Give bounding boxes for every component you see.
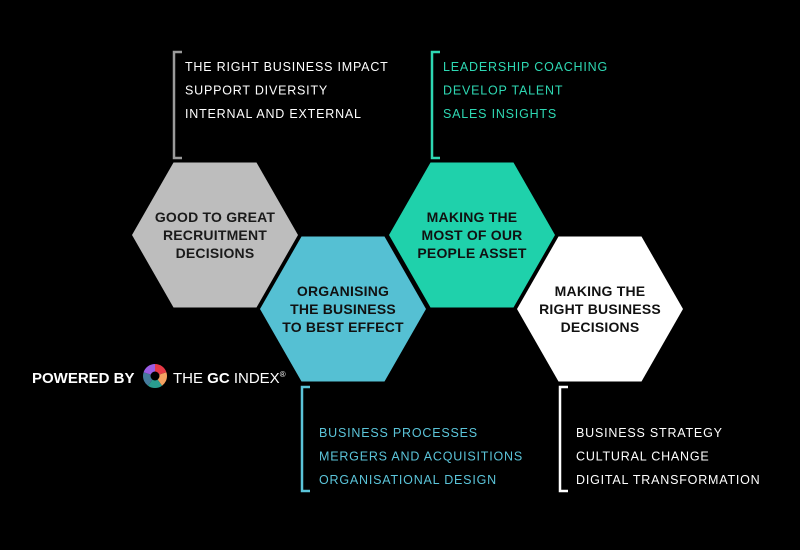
hexagon-business: MAKING THE RIGHT BUSINESS DECISIONS bbox=[517, 236, 683, 382]
hexagon-label-recruitment-line-3: DECISIONS bbox=[176, 245, 255, 261]
hexagon-shape-recruitment bbox=[132, 162, 298, 308]
brand-the: THE bbox=[173, 370, 207, 387]
hexagon-people: MAKING THE MOST OF OUR PEOPLE ASSET bbox=[389, 162, 555, 308]
hexagon-label-people-line-3: PEOPLE ASSET bbox=[417, 245, 526, 261]
list-item-people-1: LEADERSHIP COACHING bbox=[443, 60, 608, 74]
list-item-business-2: CULTURAL CHANGE bbox=[576, 450, 710, 464]
hexagon-label-organising-line-1: ORGANISING bbox=[297, 283, 389, 299]
list-bracket-business bbox=[558, 385, 568, 493]
list-item-business-1: BUSINESS STRATEGY bbox=[576, 426, 723, 440]
hexagon-label-people-line-2: MOST OF OUR bbox=[422, 227, 523, 243]
hexagon-label-business-line-1: MAKING THE bbox=[555, 283, 646, 299]
list-item-recruitment-1: THE RIGHT BUSINESS IMPACT bbox=[185, 60, 389, 74]
hexagon-label-organising-line-2: THE BUSINESS bbox=[290, 301, 396, 317]
list-bracket-recruitment bbox=[172, 50, 182, 160]
list-item-organising-2: MERGERS AND ACQUISITIONS bbox=[319, 450, 523, 464]
list-item-recruitment-3: INTERNAL AND EXTERNAL bbox=[185, 107, 362, 121]
logo-segment bbox=[147, 376, 163, 388]
list-item-business-3: DIGITAL TRANSFORMATION bbox=[576, 473, 761, 487]
brand-gc: GC bbox=[207, 370, 230, 387]
powered-by-label: POWERED BY bbox=[32, 370, 135, 387]
hexagon-recruitment: GOOD TO GREAT RECRUITMENT DECISIONS bbox=[132, 162, 298, 308]
list-bracket-organising bbox=[300, 385, 310, 493]
list-recruitment: THE RIGHT BUSINESS IMPACT SUPPORT DIVERSI… bbox=[172, 50, 389, 160]
list-item-people-3: SALES INSIGHTS bbox=[443, 107, 557, 121]
hexagon-label-organising-line-3: TO BEST EFFECT bbox=[282, 319, 404, 335]
hexagon-label-people-line-1: MAKING THE bbox=[427, 209, 518, 225]
registered-mark: ® bbox=[280, 370, 286, 379]
list-item-organising-1: BUSINESS PROCESSES bbox=[319, 426, 478, 440]
hexagon-label-business-line-3: DECISIONS bbox=[561, 319, 640, 335]
list-people: LEADERSHIP COACHING DEVELOP TALENT SALES I… bbox=[430, 50, 608, 160]
hexagon-shape-business bbox=[517, 236, 683, 382]
brand-index: INDEX bbox=[230, 370, 280, 387]
gc-index-logo-icon bbox=[143, 364, 167, 388]
list-bracket-people bbox=[430, 50, 440, 160]
hexagon-shape-people bbox=[389, 162, 555, 308]
gc-index-brand-name: THE GC INDEX® bbox=[173, 370, 286, 387]
hexagon-organising: ORGANISING THE BUSINESS TO BEST EFFECT bbox=[260, 236, 426, 382]
list-organising: BUSINESS PROCESSES MERGERS AND ACQUISITIO… bbox=[300, 385, 523, 493]
hexagon-label-recruitment-line-2: RECRUITMENT bbox=[163, 227, 267, 243]
list-item-people-2: DEVELOP TALENT bbox=[443, 84, 563, 98]
list-business: BUSINESS STRATEGY CULTURAL CHANGE DIGITAL … bbox=[558, 385, 761, 493]
powered-by-branding: POWERED BY THE GC INDEX® bbox=[32, 364, 286, 388]
list-item-organising-3: ORGANISATIONAL DESIGN bbox=[319, 473, 497, 487]
logo-center bbox=[150, 371, 160, 381]
list-item-recruitment-2: SUPPORT DIVERSITY bbox=[185, 84, 328, 98]
hexagon-shape-organising bbox=[260, 236, 426, 382]
hexagon-label-business-line-2: RIGHT BUSINESS bbox=[539, 301, 661, 317]
hexagon-label-recruitment-line-1: GOOD TO GREAT bbox=[155, 209, 276, 225]
